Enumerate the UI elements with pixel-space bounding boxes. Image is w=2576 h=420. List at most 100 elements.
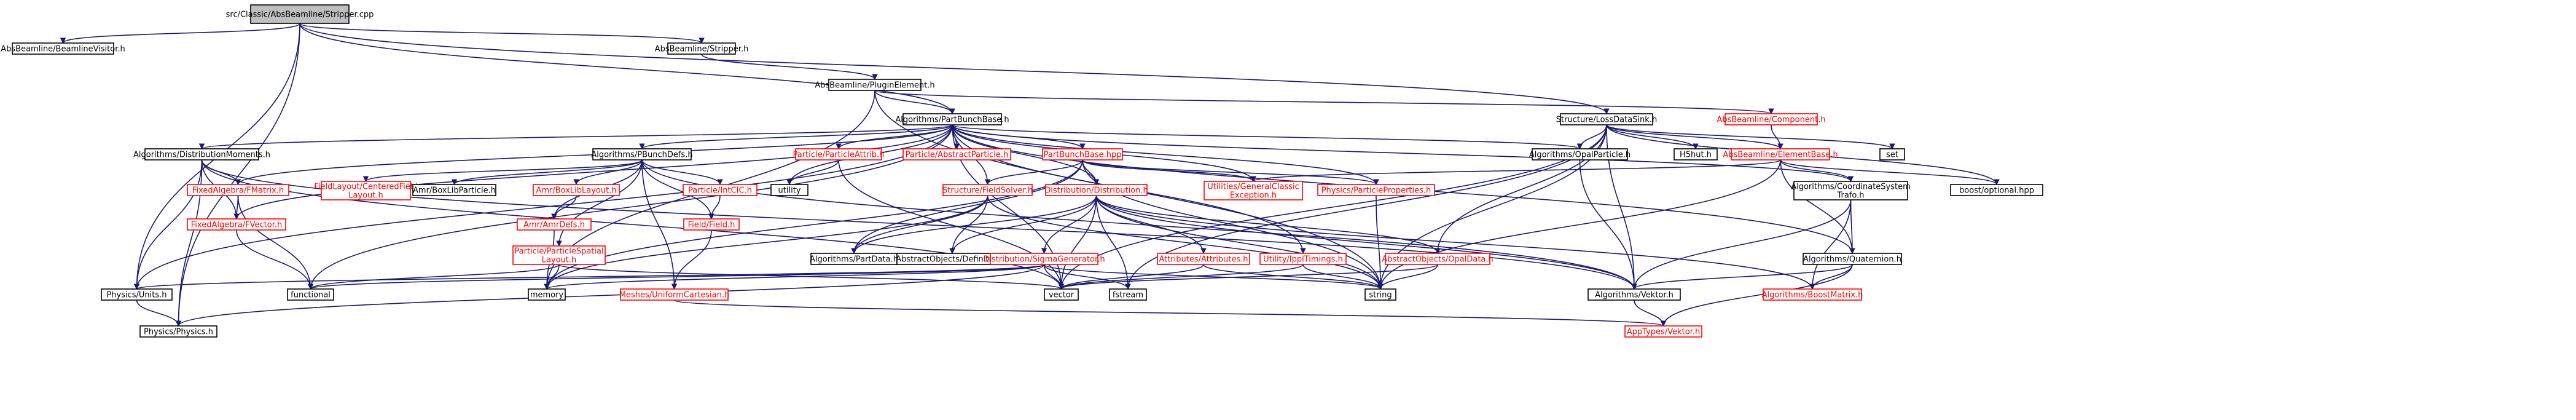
node-vector[interactable]: vector [1044, 288, 1079, 301]
node-label: FixedAlgebra/FMatrix.h [192, 186, 284, 196]
node-abstractparticle[interactable]: Particle/AbstractParticle.h [902, 148, 1011, 160]
node-boostmatrix[interactable]: Algorithms/BoostMatrix.h [1762, 288, 1863, 301]
edge-arrow [708, 195, 721, 220]
edge-arrow [1082, 159, 1256, 182]
node-label: AbsBeamline/Component.h [1717, 116, 1825, 125]
node-stripper_h[interactable]: AbsBeamline/Stripper.h [655, 42, 749, 55]
edge-distribution-to-sigmagenerator [1041, 195, 1097, 254]
node-partbunchbase_hpp[interactable]: PartBunchBase.hpp [1042, 148, 1123, 160]
node-particleattrib[interactable]: Particle/ParticleAttrib.h [793, 148, 885, 160]
node-partbunchbase[interactable]: Algorithms/PartBunchBase.h [895, 113, 1009, 125]
node-box [902, 113, 1002, 125]
node-memory[interactable]: memory [528, 288, 566, 301]
edge-partbunchbase-to-fvector [233, 124, 953, 220]
node-sigmagenerator[interactable]: Distribution/SigmaGenerator.h [983, 253, 1105, 265]
node-ipplinfo[interactable]: Utility/IpplTimings.h [1259, 253, 1347, 265]
node-lossdatasink[interactable]: Structure/LossDataSink.h [1556, 113, 1657, 125]
edge-component-to-elementbase [1771, 124, 1783, 149]
node-field[interactable]: Field/Field.h [683, 218, 740, 231]
edge-distribution-to-partdata [851, 195, 1097, 254]
node-box [101, 288, 173, 301]
node-attributes[interactable]: Attributes/Attributes.h [1157, 253, 1250, 265]
edge-arrow [1043, 264, 1384, 290]
node-label: AppTypes/Vektor.h [1627, 328, 1700, 337]
edge-physicsunits-to-physics [136, 299, 182, 327]
node-distribution[interactable]: Distribution/Distribution.h [1044, 184, 1148, 196]
node-partdata[interactable]: Algorithms/PartData.h [810, 253, 898, 265]
edge-arrow [1203, 264, 1384, 290]
edge-arrow [201, 159, 1637, 290]
node-label: Exception.h [1230, 191, 1277, 200]
node-quaternion[interactable]: Algorithms/Quaternion.h [1803, 253, 1902, 265]
edge-arrow [1606, 124, 1699, 149]
node-boostoptional[interactable]: boost/optional.hpp [1950, 184, 2043, 196]
node-amrdefs[interactable]: Amr/AmrDefs.h [517, 218, 592, 231]
node-elementbase[interactable]: AbsBeamline/ElementBase.h [1723, 148, 1838, 160]
node-box [1950, 184, 2043, 196]
node-box [287, 288, 334, 301]
node-functional[interactable]: functional [287, 288, 334, 301]
edge-attributes-to-string [1203, 264, 1384, 290]
node-box [321, 181, 411, 200]
node-physicsunits[interactable]: Physics/Units.h [101, 288, 173, 301]
edge-partbunchbase_hpp-to-fieldsolver [984, 159, 1083, 185]
node-h5hut[interactable]: H5hut.h [1674, 148, 1718, 160]
node-box [187, 218, 286, 231]
node-fstream[interactable]: fstream [1109, 288, 1147, 301]
node-component[interactable]: AbsBeamline/Component.h [1717, 113, 1826, 125]
node-amrboxlibparticle[interactable]: Amr/BoxLibParticle.h [412, 184, 496, 196]
node-particleintcic[interactable]: Particle/IntCIC.h [683, 184, 758, 196]
node-utility[interactable]: utility [770, 184, 808, 196]
node-uniformcartesian[interactable]: Meshes/UniformCartesian.h [619, 288, 730, 301]
node-box [1674, 148, 1718, 160]
node-label: Particle/IntCIC.h [688, 186, 752, 196]
edge-particleattrib-to-utility [786, 159, 839, 185]
node-plugin[interactable]: AbsBeamline/PluginElement.h [815, 79, 935, 91]
edge-root-to-bvisitor [60, 23, 300, 44]
edge-arrow [1780, 159, 1855, 254]
node-box [1731, 148, 1830, 160]
node-string[interactable]: string [1364, 288, 1396, 301]
node-fieldsolver[interactable]: Structure/FieldSolver.h [942, 184, 1033, 196]
edge-arrow [1082, 159, 1379, 185]
edge-distmoments-to-vektor [201, 159, 1637, 290]
node-vektor[interactable]: Algorithms/Vektor.h [1587, 288, 1681, 301]
edge-arrow [60, 23, 300, 44]
node-box [828, 79, 922, 91]
node-box [250, 4, 350, 24]
edge-lossdatasink-to-elementbase [1606, 124, 1783, 149]
node-amrboxliblayout[interactable]: Amr/BoxLibLayout.h [533, 184, 620, 196]
node-box [770, 184, 808, 196]
edge-fieldsolver-to-memory [544, 195, 989, 290]
edge-arrow [236, 229, 314, 290]
edge-coordsystem-to-vektor [1631, 199, 1852, 290]
node-fmatrix[interactable]: FixedAlgebra/FMatrix.h [187, 184, 289, 196]
node-label: Particle/ParticleSpatial [514, 247, 603, 256]
node-pbunchdefs[interactable]: Algorithms/PBunchDefs.h [591, 148, 693, 160]
node-fvector[interactable]: FixedAlgebra/FVector.h [187, 218, 286, 231]
node-opalparticle[interactable]: Algorithms/OpalParticle.h [1529, 148, 1631, 160]
node-particleproperties[interactable]: Physics/ParticleProperties.h [1317, 184, 1435, 196]
node-apptypesvektor[interactable]: AppTypes/Vektor.h [1624, 325, 1702, 338]
edge-arrow [307, 264, 560, 290]
edge-arrow [201, 159, 1065, 290]
node-bvisitor[interactable]: AbsBeamline/BeamlineVisitor.h [1, 42, 125, 55]
node-opaldata[interactable]: AbstractObjects/OpalData.h [1382, 253, 1494, 265]
node-box [1725, 113, 1818, 125]
node-distmoments[interactable]: Algorithms/DistributionMoments.h [133, 148, 270, 160]
edge-arrow [1631, 264, 1853, 290]
node-set[interactable]: set [1879, 148, 1905, 160]
node-box [1532, 148, 1628, 160]
edge-arrow [952, 124, 1100, 185]
node-box [1364, 288, 1396, 301]
node-box [795, 148, 882, 160]
edge-arrow [1780, 159, 2000, 185]
edge-arrow [1377, 159, 1781, 290]
node-box [1879, 148, 1905, 160]
node-physics[interactable]: Physics/Physics.h [139, 325, 217, 338]
node-box [592, 148, 692, 160]
